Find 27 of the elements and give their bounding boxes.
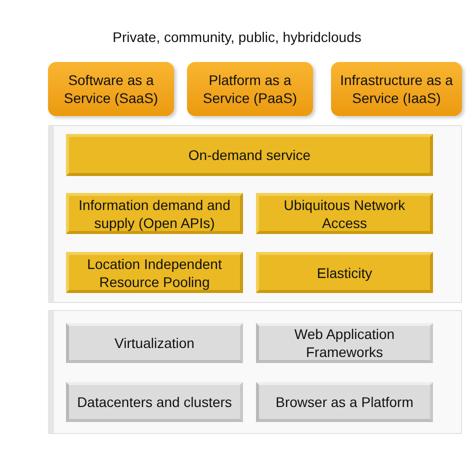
service-box — [187, 62, 313, 116]
diagram-title: Private, community, public, hybridclouds — [112, 28, 362, 47]
technology-box — [256, 382, 433, 422]
feature-box — [256, 252, 433, 293]
box-label: Information demand and supply (Open APIs) — [78, 196, 232, 232]
feature-box — [66, 193, 243, 234]
technology-box — [66, 382, 243, 422]
box-label: Browser as a Platform — [274, 393, 414, 411]
feature-box — [256, 193, 433, 234]
box-label: Elasticity — [316, 264, 374, 282]
box-label: Datacenters and clusters — [76, 393, 233, 411]
feature-box — [66, 134, 433, 176]
box-label: Infrastructure as a Service (IaaS) — [339, 71, 454, 107]
box-label: Virtualization — [114, 334, 196, 352]
box-label: Location Independent Resource Pooling — [86, 254, 223, 290]
service-box — [48, 62, 174, 116]
feature-box — [66, 252, 243, 293]
technology-box — [256, 323, 433, 363]
technology-box — [66, 323, 243, 363]
layer-panel — [48, 310, 462, 434]
box-label: On-demand service — [187, 146, 312, 164]
layer-panel — [48, 125, 462, 303]
box-label: Web Application Frameworks — [293, 325, 396, 361]
service-box — [331, 62, 462, 116]
box-label: Platform as a Service (PaaS) — [202, 71, 298, 107]
box-label: Ubiquitous Network Access — [282, 196, 406, 232]
box-label: Software as a Service (SaaS) — [62, 71, 160, 107]
